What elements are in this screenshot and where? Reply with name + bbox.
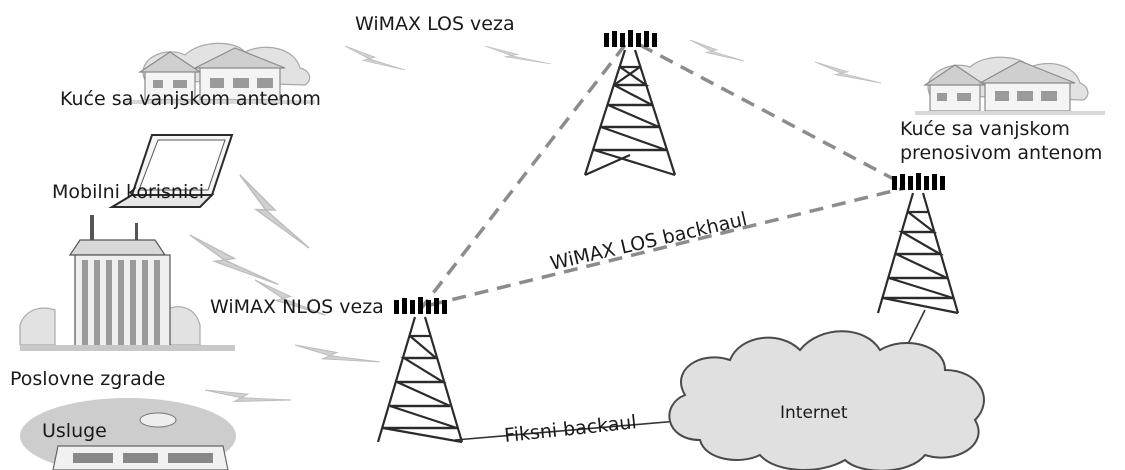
los-backhaul-links: [418, 43, 906, 312]
house-icon: [125, 42, 315, 104]
los-backhaul-label: WiMAX LOS backhaul: [548, 208, 749, 275]
houses-outdoor-label: Kuće sa vanjskom antenom: [60, 88, 321, 110]
house-icon: [915, 56, 1105, 115]
fixed-backhaul-label: Fiksni backaul: [503, 411, 637, 447]
houses-portable-label-line1: Kuće sa vanjskom: [900, 118, 1070, 140]
business-buildings-label: Poslovne zgrade: [10, 368, 165, 390]
houses-portable-label-line2: prenosivom antenom: [900, 142, 1102, 164]
fixed-backhaul-line: [454, 419, 691, 441]
laptop-icon: [108, 134, 234, 208]
services-label: Usluge: [42, 420, 107, 442]
mobile-users-label: Mobilni korisnici: [52, 181, 204, 203]
los-link-label: WiMAX LOS veza: [355, 13, 515, 35]
tower-icon: [876, 173, 960, 315]
tower-icon: [583, 30, 677, 177]
nlos-link-label: WiMAX NLOS veza: [210, 296, 384, 318]
service-building-icon: [20, 398, 236, 470]
cloud-icon: [668, 330, 985, 470]
tower-icon: [376, 297, 464, 444]
internet-label: Internet: [780, 403, 848, 423]
office-building-icon: [19, 215, 235, 351]
